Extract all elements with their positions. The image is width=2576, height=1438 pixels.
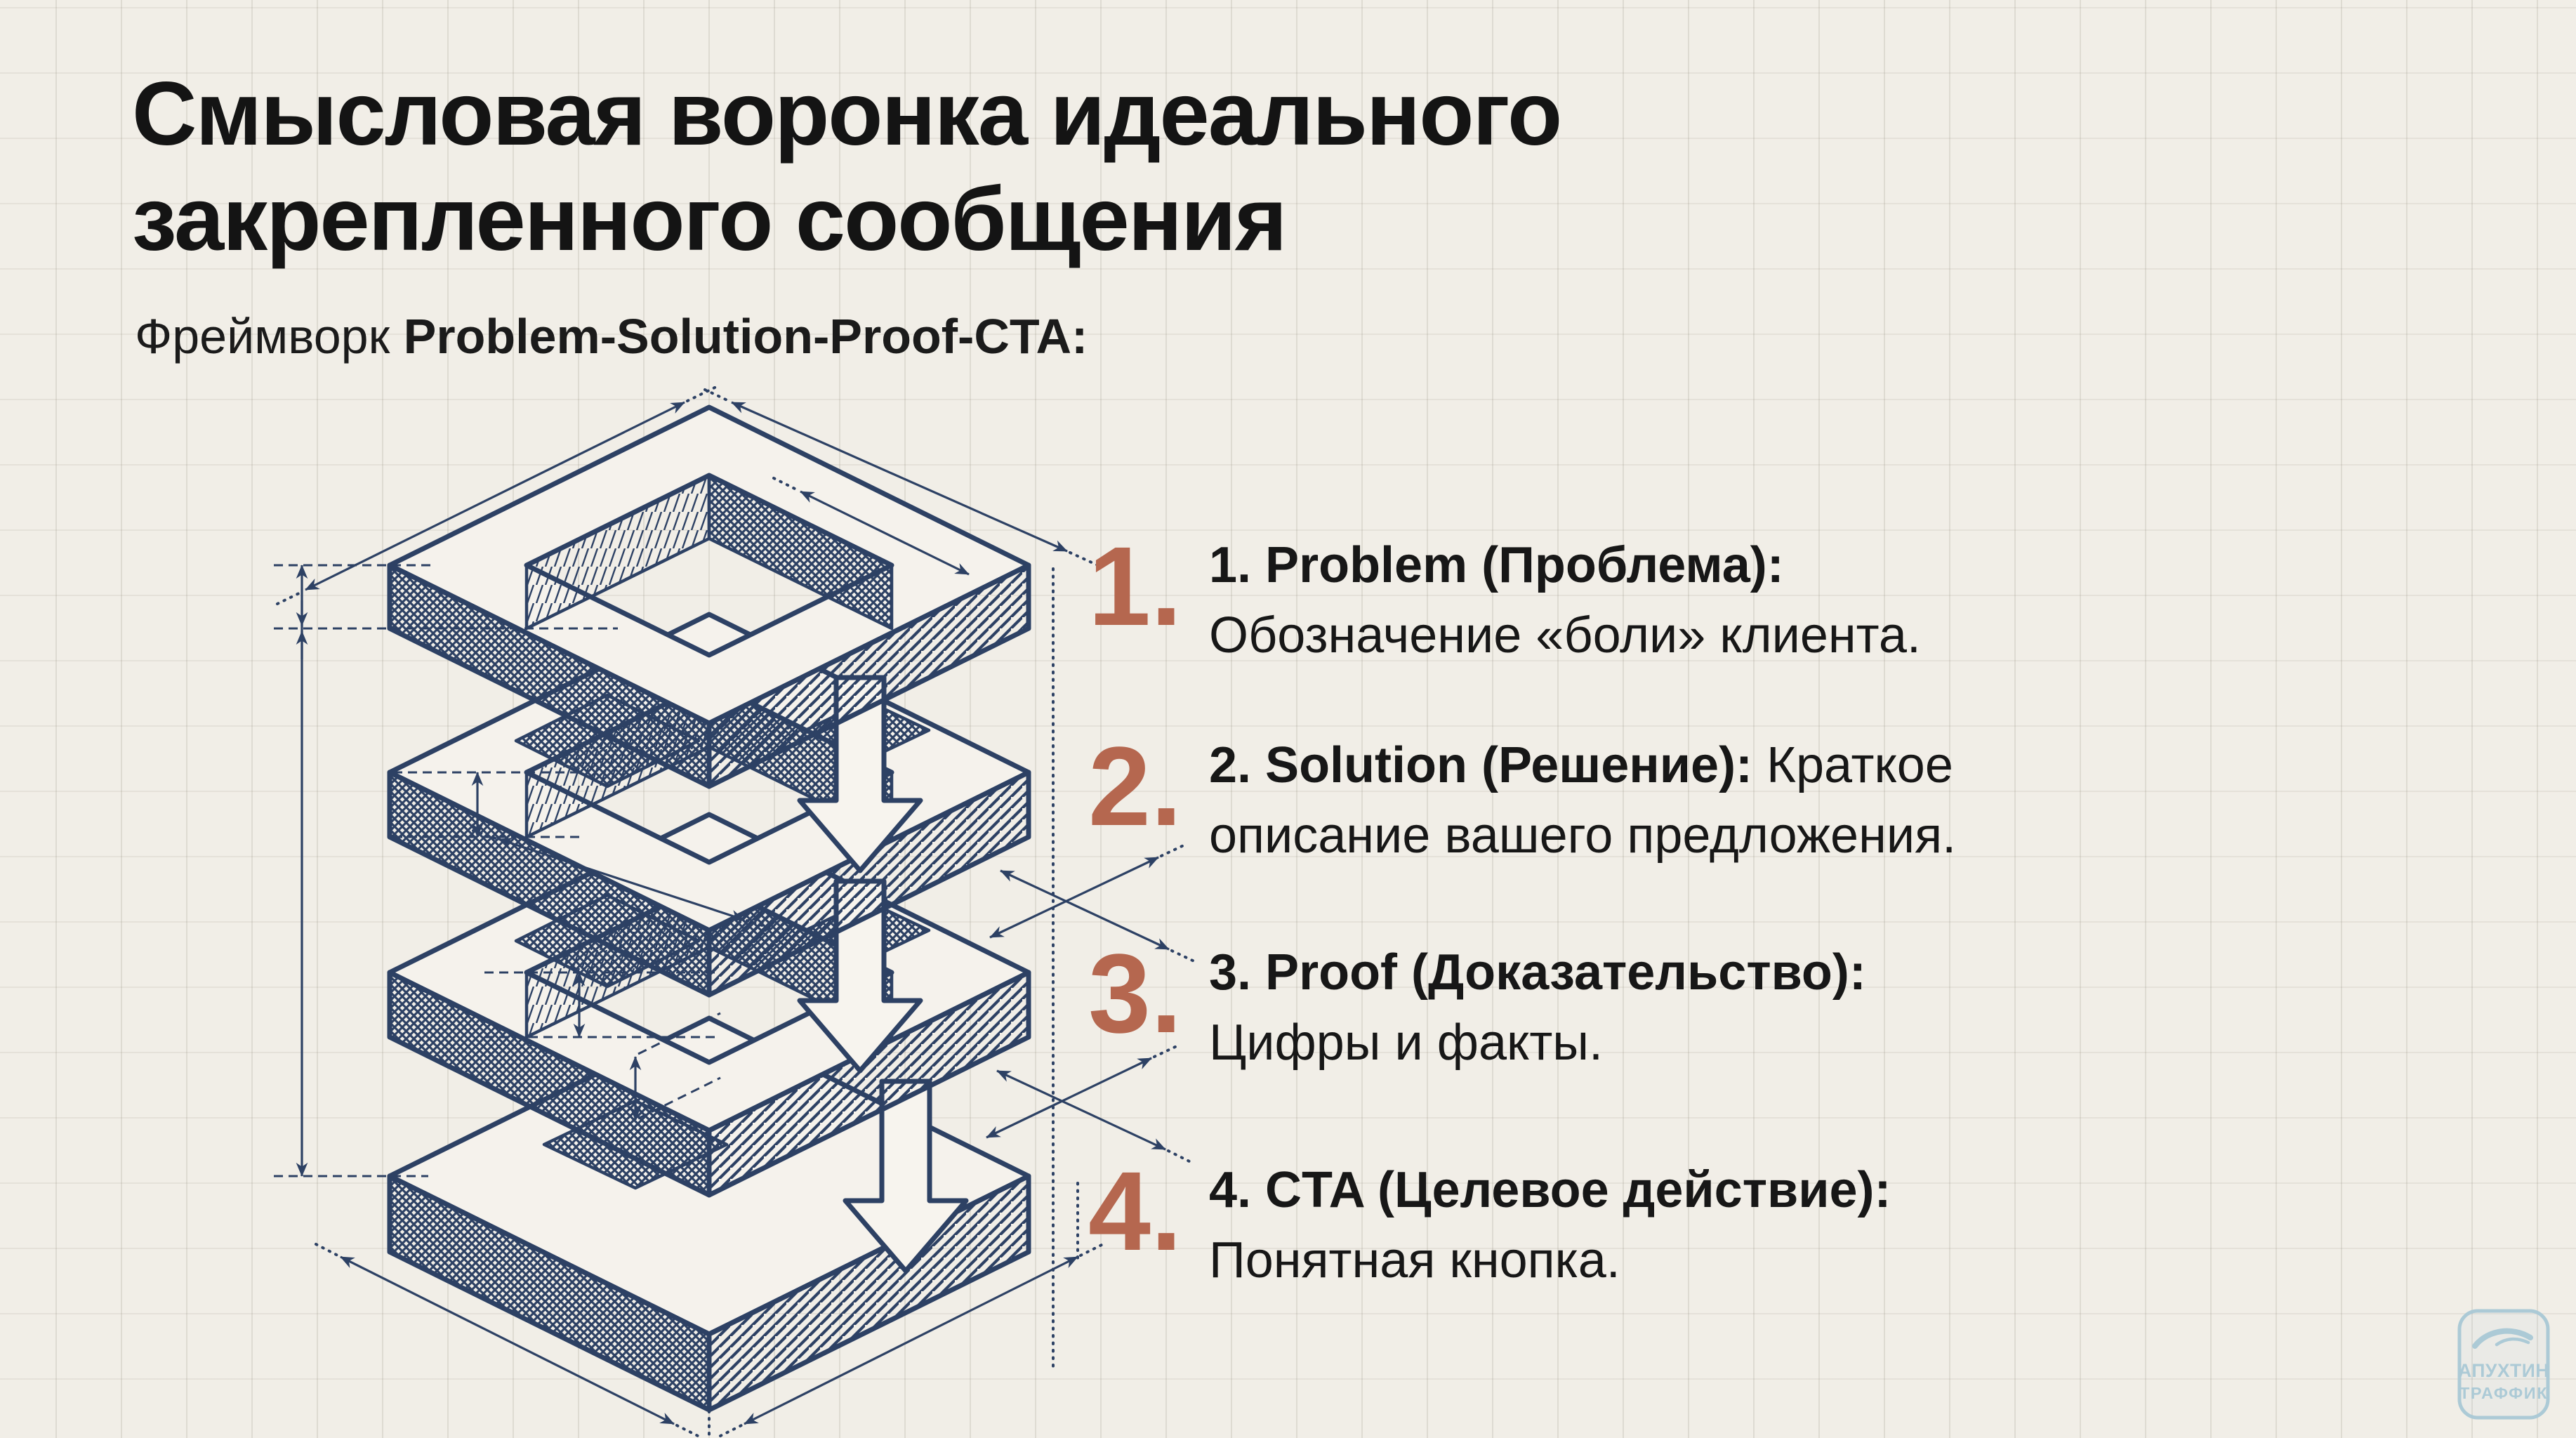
item-heading: 1. Problem (Проблема):: [1209, 537, 1784, 593]
isometric-funnel-diagram: .ln{stroke:#2d4164;stroke-width:7;stroke…: [274, 385, 1198, 1438]
item-number: 4.: [1088, 1148, 1182, 1274]
list-item-proof: 3. 3. Proof (Доказательство): Цифры и фа…: [1088, 937, 2212, 1078]
dimension-lines: [274, 385, 1198, 1438]
subtitle-framework-name: Problem-Solution-Proof-CTA:: [403, 309, 1088, 364]
item-number: 3.: [1088, 930, 1182, 1056]
framework-subtitle: Фреймворк Problem-Solution-Proof-CTA:: [135, 306, 1088, 367]
swoosh-icon: [2472, 1328, 2533, 1349]
item-heading: 2. Solution (Решение): Краткое: [1209, 737, 1953, 793]
list-item-solution: 2. 2. Solution (Решение): Краткое описан…: [1088, 730, 2212, 871]
item-number: 1.: [1088, 523, 1182, 649]
item-heading: 4. CTA (Целевое действие):: [1209, 1162, 1891, 1218]
brand-logo: АПУХТИН ТРАФФИК: [2457, 1309, 2550, 1420]
list-item-cta: 4. 4. CTA (Целевое действие): Понятная к…: [1088, 1155, 2212, 1295]
item-number: 2.: [1088, 723, 1182, 849]
item-heading: 3. Proof (Доказательство):: [1209, 944, 1866, 1001]
item-description: Понятная кнопка.: [1209, 1232, 1620, 1288]
logo-line-2: ТРАФФИК: [2459, 1384, 2548, 1402]
item-description: Цифры и факты.: [1209, 1015, 1604, 1071]
title-line-1: Смысловая воронка идеального: [132, 64, 1562, 164]
down-arrow-icon-3: [843, 1078, 969, 1274]
list-item-problem: 1. 1. Problem (Проблема): Обозначение «б…: [1088, 530, 2212, 671]
subtitle-prefix: Фреймворк: [135, 309, 404, 364]
item-description: Обозначение «боли» клиента.: [1209, 607, 1921, 664]
logo-line-1: АПУХТИН: [2458, 1360, 2549, 1381]
title-line-2: закрепленного сообщения: [132, 169, 1287, 270]
item-description: описание вашего предложения.: [1209, 807, 1957, 864]
